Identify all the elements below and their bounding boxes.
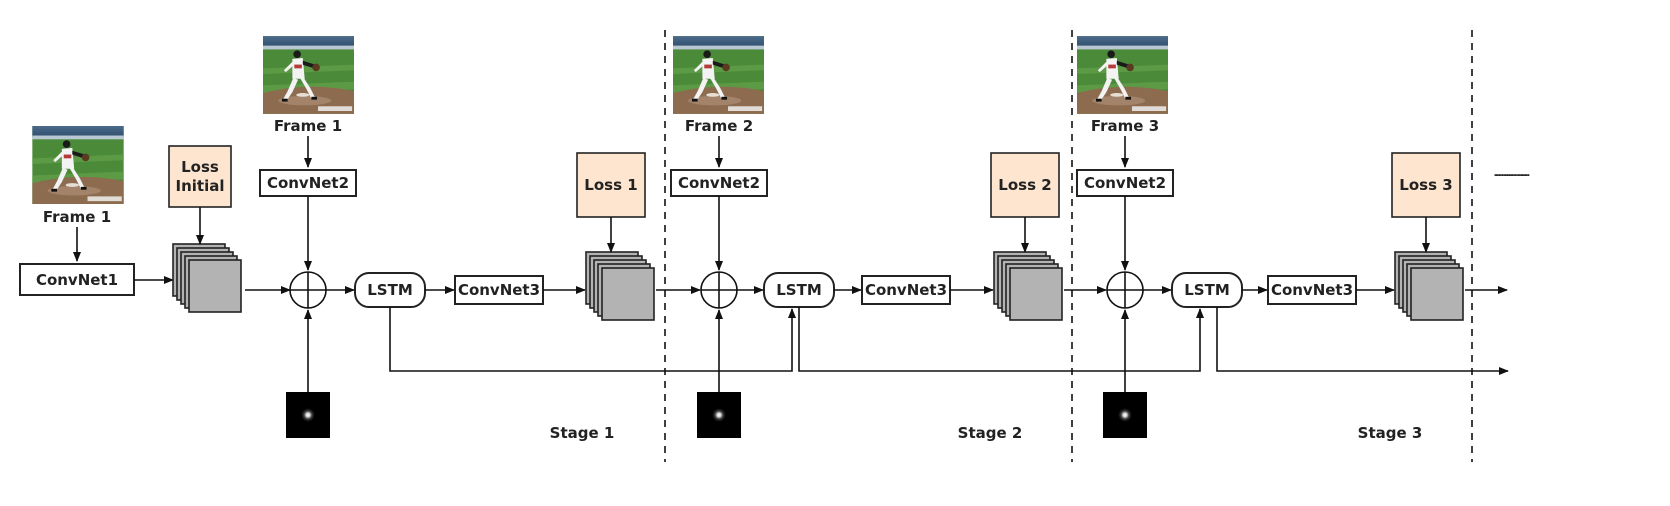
feature-map-layer bbox=[1009, 267, 1063, 321]
loss-initial-label-line1: Loss bbox=[181, 158, 219, 176]
frame-image-stage3 bbox=[1077, 36, 1168, 114]
convnet2-label-stage3: ConvNet2 bbox=[1084, 174, 1166, 192]
convnet3-label-stage1: ConvNet3 bbox=[458, 281, 540, 299]
convnet2-label-stage2: ConvNet2 bbox=[678, 174, 760, 192]
continuation-dots: ........................ bbox=[1493, 164, 1529, 180]
hidden-state-arrow-stage1 bbox=[389, 307, 796, 372]
frame-label-stage3: Frame 3 bbox=[1091, 117, 1159, 135]
convnet2-box-stage3 bbox=[1076, 169, 1174, 197]
feature-maps-stage2 bbox=[993, 251, 1063, 321]
convnet3-label-stage2: ConvNet3 bbox=[865, 281, 947, 299]
stage-label-3: Stage 3 bbox=[1358, 424, 1423, 442]
loss-initial-box bbox=[168, 145, 232, 208]
frame-image-stage2 bbox=[673, 36, 764, 114]
convnet3-label-stage3: ConvNet3 bbox=[1271, 281, 1353, 299]
frame-label-stage1: Frame 1 bbox=[274, 117, 342, 135]
stage-label-1: Stage 1 bbox=[550, 424, 615, 442]
frame-image-stage1 bbox=[263, 36, 354, 114]
lstm-label-stage2: LSTM bbox=[776, 281, 822, 299]
convnet3-box-stage2 bbox=[861, 275, 951, 305]
frame-image-initial bbox=[32, 126, 124, 204]
heatmap-peak bbox=[710, 406, 728, 424]
heatmap-peak bbox=[1116, 406, 1134, 424]
feature-maps-initial bbox=[172, 243, 242, 313]
sum-node-stage1 bbox=[289, 271, 327, 309]
convnet1-label: ConvNet1 bbox=[36, 271, 118, 289]
center-map-stage1 bbox=[286, 392, 330, 438]
sum-node-stage2 bbox=[700, 271, 738, 309]
heatmap-peak bbox=[299, 406, 317, 424]
loss-box-stage1 bbox=[576, 152, 646, 218]
frame-label-initial: Frame 1 bbox=[43, 208, 111, 226]
center-map-stage3 bbox=[1103, 392, 1147, 438]
loss-initial-label-line2: Initial bbox=[176, 177, 225, 195]
loss-label-stage1: Loss 1 bbox=[584, 176, 637, 194]
loss-label-stage3: Loss 3 bbox=[1399, 176, 1452, 194]
feature-maps-stage1 bbox=[585, 251, 655, 321]
frame-label-stage2: Frame 2 bbox=[685, 117, 753, 135]
hidden-state-arrow-stage3 bbox=[1216, 307, 1509, 375]
feature-map-layer bbox=[1410, 267, 1464, 321]
sum-node-stage3 bbox=[1106, 271, 1144, 309]
lstm-label-stage1: LSTM bbox=[367, 281, 413, 299]
loss-label-stage2: Loss 2 bbox=[998, 176, 1051, 194]
feature-maps-stage3 bbox=[1394, 251, 1464, 321]
center-map-stage2 bbox=[697, 392, 741, 438]
convnet3-box-stage1 bbox=[454, 275, 544, 305]
convnet2-box-stage1 bbox=[259, 169, 357, 197]
stage-label-2: Stage 2 bbox=[958, 424, 1023, 442]
convnet2-label-stage1: ConvNet2 bbox=[267, 174, 349, 192]
feature-map-layer bbox=[188, 259, 242, 313]
loss-box-stage3 bbox=[1391, 152, 1461, 218]
feature-map-layer bbox=[601, 267, 655, 321]
hidden-state-arrow-stage2 bbox=[798, 307, 1204, 372]
loss-box-stage2 bbox=[990, 152, 1060, 218]
convnet2-box-stage2 bbox=[670, 169, 768, 197]
lstm-label-stage3: LSTM bbox=[1184, 281, 1230, 299]
